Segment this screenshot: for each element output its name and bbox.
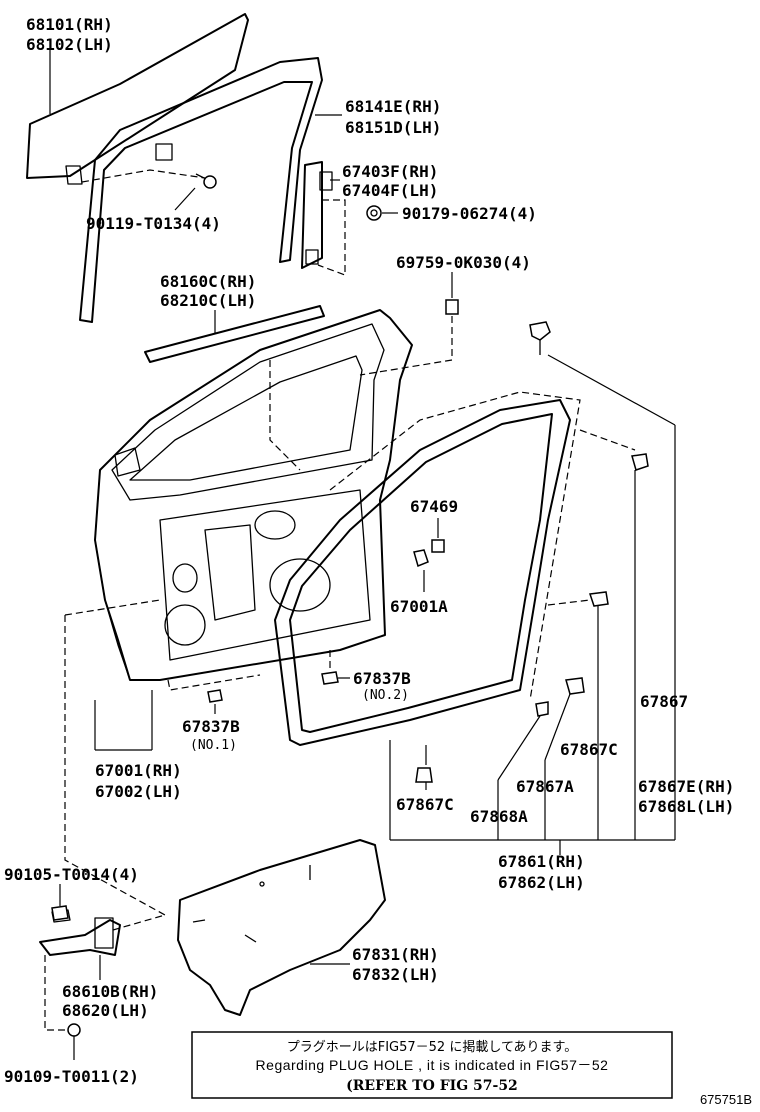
figure-id: 675751B	[700, 1092, 752, 1107]
dash-glass-run	[269, 360, 301, 471]
label-67002-lh: 67002(LH)	[95, 782, 182, 801]
note-line-jp: プラグホールはFIG57－52 に掲載してあります。	[287, 1039, 578, 1055]
label-68102-lh: 68102(LH)	[26, 35, 113, 54]
label-69759: 69759-0K030(4)	[396, 253, 531, 272]
label-67469: 67469	[410, 497, 458, 516]
label-67404f-lh: 67404F(LH)	[342, 181, 438, 200]
label-68101-rh: 68101(RH)	[26, 15, 113, 34]
note-box: プラグホールはFIG57－52 に掲載してあります。 Regarding PLU…	[191, 1031, 673, 1099]
door-check	[39, 909, 121, 956]
clip-67867c-lower-icon	[415, 767, 433, 783]
clip-67867a-icon	[565, 677, 585, 695]
dash-67867c	[547, 599, 591, 606]
door-panel	[94, 309, 413, 681]
belt-weatherstrip	[144, 305, 325, 363]
label-67868a: 67868A	[470, 807, 528, 826]
leader-67867a-a	[544, 693, 571, 761]
label-67867: 67867	[640, 692, 688, 711]
glass-channel	[301, 161, 333, 269]
label-68620-lh: 68620(LH)	[62, 1001, 149, 1020]
nut-90179-icon	[366, 205, 382, 221]
label-68160c-rh: 68160C(RH)	[160, 272, 256, 291]
dash-hinge-top	[64, 599, 161, 616]
label-67837b-no1: 67837B	[182, 717, 240, 736]
label-67832-lh: 67832(LH)	[352, 965, 439, 984]
dash-69759	[359, 316, 453, 376]
label-67868l-lh: 67868L(LH)	[638, 797, 734, 816]
bolt-90105-icon	[51, 905, 69, 921]
label-67403f-rh: 67403F(RH)	[342, 162, 438, 181]
dash-68610b	[112, 914, 166, 931]
bolt-90109-icon	[67, 1023, 81, 1037]
label-67831-rh: 67831(RH)	[352, 945, 439, 964]
label-68210c-lh: 68210C(LH)	[160, 291, 256, 310]
dash-hinge	[64, 615, 166, 916]
dash-90109	[44, 955, 70, 1031]
label-67867e-rh: 67867E(RH)	[638, 777, 734, 796]
label-67867a: 67867A	[516, 777, 574, 796]
label-67862-lh: 67862(LH)	[498, 873, 585, 892]
label-67861-rh: 67861(RH)	[498, 852, 585, 871]
label-90105: 90105-T0014(4)	[4, 865, 139, 884]
door-glass	[26, 13, 249, 185]
dash-67867e	[579, 429, 636, 451]
note-line-en: Regarding PLUG HOLE , it is indicated in…	[256, 1057, 609, 1073]
leader-67867e-top	[547, 354, 676, 426]
note-line-ref: (REFER TO FIG 57-52	[346, 1078, 518, 1094]
part-67001a-icon	[413, 549, 429, 568]
door-weatherstrip	[274, 391, 581, 746]
clip-67469-icon	[431, 539, 445, 553]
leader-67868a-a	[497, 715, 541, 781]
label-90109: 90109-T0011(2)	[4, 1067, 139, 1086]
label-67837b-no1-note: (NO.1)	[190, 738, 237, 753]
clip-67837b-2-icon	[321, 671, 339, 685]
clip-67867e-icon	[529, 321, 551, 355]
clip-69759-icon	[445, 299, 459, 315]
service-hole-cover	[177, 839, 386, 1016]
label-67837b-no2: 67837B	[353, 669, 411, 688]
label-67867c-lower: 67867C	[396, 795, 454, 814]
dash-67837b-1	[167, 674, 261, 691]
leader-90119	[174, 187, 196, 211]
label-67001a: 67001A	[390, 597, 448, 616]
dash-67403f	[317, 199, 346, 276]
label-68610b-rh: 68610B(RH)	[62, 982, 158, 1001]
clip-67868a-icon	[535, 701, 549, 717]
label-90119: 90119-T0134(4)	[86, 214, 221, 233]
dash-90119	[81, 169, 206, 183]
clip-67867c-upper-icon	[588, 591, 609, 607]
clip-67867-icon	[631, 453, 649, 471]
label-67837b-no2-note: (NO.2)	[362, 688, 409, 703]
clip-67837b-1-icon	[207, 689, 223, 703]
label-90179: 90179-06274(4)	[402, 204, 537, 223]
label-68151d-lh: 68151D(LH)	[345, 118, 441, 137]
label-67001-rh: 67001(RH)	[95, 761, 182, 780]
glass-run	[79, 57, 323, 323]
bolt-90119-icon	[195, 173, 217, 189]
label-67867c-upper: 67867C	[560, 740, 618, 759]
label-68141e-rh: 68141E(RH)	[345, 97, 441, 116]
